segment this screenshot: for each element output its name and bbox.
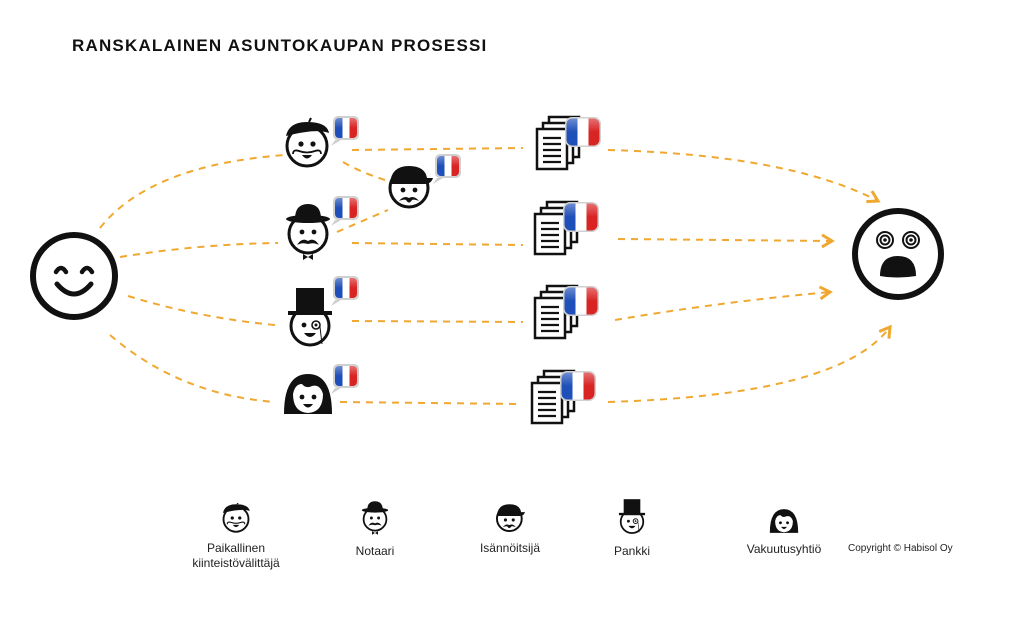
legend-item-bank: Pankki [592, 498, 672, 559]
connector-bank-docs [351, 320, 524, 323]
connector-docs2-end [617, 233, 835, 249]
legend-label: Notaari [355, 544, 395, 558]
legend-label: Isännöitsijä [479, 541, 541, 555]
connector-docs1-end [607, 149, 881, 204]
legend-item-manager: Isännöitsijä [470, 503, 550, 556]
legend-label: Vakuutusyhtiö [746, 542, 822, 556]
legend-label: Paikallinen [206, 541, 266, 555]
legend-label-line2: kiinteistövälittäjä [192, 556, 280, 570]
top-hat-face-icon [286, 286, 334, 347]
documents-stack-2 [533, 200, 599, 256]
french-flag-bubble-icon [433, 154, 461, 184]
connector-docs3-end [614, 285, 833, 321]
shocked-face-icon [852, 208, 944, 300]
connectors [99, 147, 892, 405]
french-flag-bubble-icon [331, 364, 359, 394]
woman-face-icon [769, 509, 799, 533]
actor-notary [284, 196, 359, 262]
legend-item-agent: Paikallinen kiinteistövälittäjä [176, 503, 296, 571]
connector-notary-docs [351, 242, 524, 246]
connector-buyer-notary [119, 242, 279, 258]
cap-face-icon [388, 164, 435, 209]
french-flag-icon [560, 371, 596, 401]
connector-agent-manager [342, 161, 386, 181]
connector-agent-docs [351, 147, 524, 151]
documents-stack-1 [535, 115, 601, 171]
connector-docs4-end [607, 324, 892, 403]
diagram-title: RANSKALAINEN ASUNTOKAUPAN PROSESSI [72, 36, 488, 55]
beret-face-icon [221, 503, 251, 533]
actor-agent [284, 116, 359, 168]
legend-label: Pankki [613, 544, 651, 558]
french-flag-icon [563, 202, 599, 232]
beret-face-icon [284, 116, 331, 168]
legend-item-notary: Notaari [335, 500, 415, 559]
french-flag-bubble-icon [331, 276, 359, 306]
french-flag-icon [565, 117, 601, 147]
happy-face-icon [30, 232, 118, 320]
cap-face-icon [495, 503, 526, 533]
bowler-hat-face-icon [284, 202, 332, 262]
actor-insurance [284, 364, 359, 414]
copyright-text: Copyright © Habisol Oy [848, 543, 953, 554]
bowler-hat-face-icon [360, 500, 390, 536]
french-flag-bubble-icon [331, 196, 359, 226]
french-flag-bubble-icon [331, 116, 359, 146]
french-flag-icon [563, 286, 599, 316]
top-hat-face-icon [618, 498, 646, 534]
actor-bank [286, 276, 359, 347]
woman-face-icon [284, 374, 332, 414]
connector-buyer-agent [99, 154, 286, 229]
legend-item-insurance: Vakuutusyhtiö [737, 508, 831, 557]
connector-buyer-bank [127, 295, 276, 326]
actor-manager [388, 154, 461, 209]
connector-notary-manager [336, 209, 389, 233]
documents-stack-3 [533, 284, 599, 340]
connector-buyer-insurance [109, 334, 276, 403]
documents-stack-4 [530, 369, 596, 425]
connector-insurance-docs [339, 401, 521, 405]
